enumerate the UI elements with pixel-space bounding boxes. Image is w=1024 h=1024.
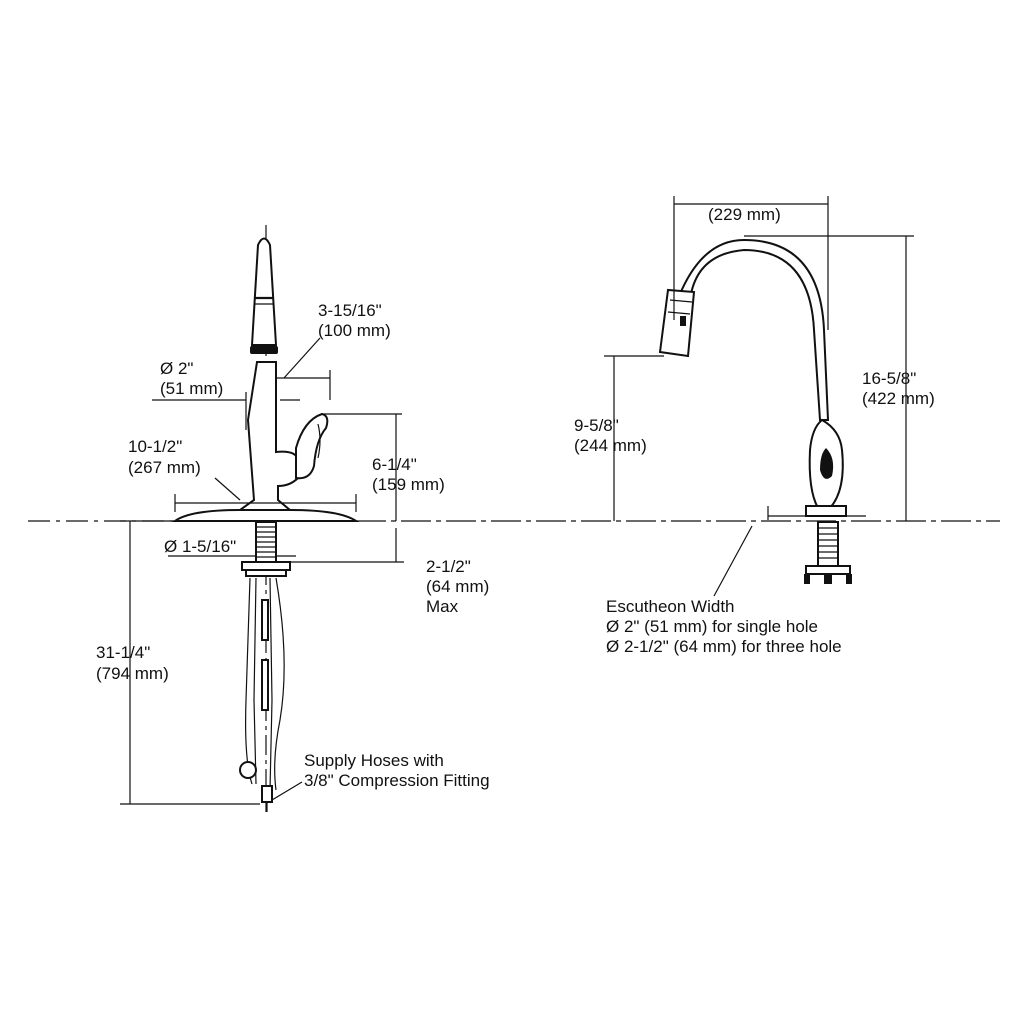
supply-note-line1: Supply Hoses with	[304, 751, 444, 770]
shank-diameter-in: Ø 1-5/16"	[164, 537, 236, 556]
hose-length-in: 31-1/4"	[96, 643, 150, 662]
spray-projection-in: 3-15/16"	[318, 301, 382, 320]
right-dimension-lines	[604, 196, 914, 597]
spray-projection-mm: (100 mm)	[318, 321, 391, 340]
spout-reach-mm: (229 mm)	[708, 205, 781, 224]
handle-height-in: 6-1/4"	[372, 455, 417, 474]
spout-diameter-mm: (51 mm)	[160, 379, 223, 398]
escutcheon-line1: Ø 2" (51 mm) for single hole	[606, 617, 818, 636]
overall-width-in: 10-1/2"	[128, 437, 182, 456]
spout-clearance-mm: (244 mm)	[574, 436, 647, 455]
deck-thickness-note: Max	[426, 597, 459, 616]
overall-height-mm: (422 mm)	[862, 389, 935, 408]
right-faucet-drawing	[658, 238, 866, 584]
supply-note-line2: 3/8" Compression Fitting	[304, 771, 490, 790]
escutcheon-line2: Ø 2-1/2" (64 mm) for three hole	[606, 637, 842, 656]
deck-thickness-mm: (64 mm)	[426, 577, 489, 596]
overall-width-mm: (267 mm)	[128, 458, 201, 477]
hose-length-mm: (794 mm)	[96, 664, 169, 683]
overall-height-in: 16-5/8"	[862, 369, 916, 388]
left-faucet-drawing	[171, 225, 360, 812]
spout-clearance-in: 9-5/8"	[574, 416, 619, 435]
left-dimension-lines	[120, 337, 404, 805]
spout-diameter-in: Ø 2"	[160, 359, 193, 378]
handle-height-mm: (159 mm)	[372, 475, 445, 494]
escutcheon-title: Escutheon Width	[606, 597, 735, 616]
deck-thickness-in: 2-1/2"	[426, 557, 471, 576]
